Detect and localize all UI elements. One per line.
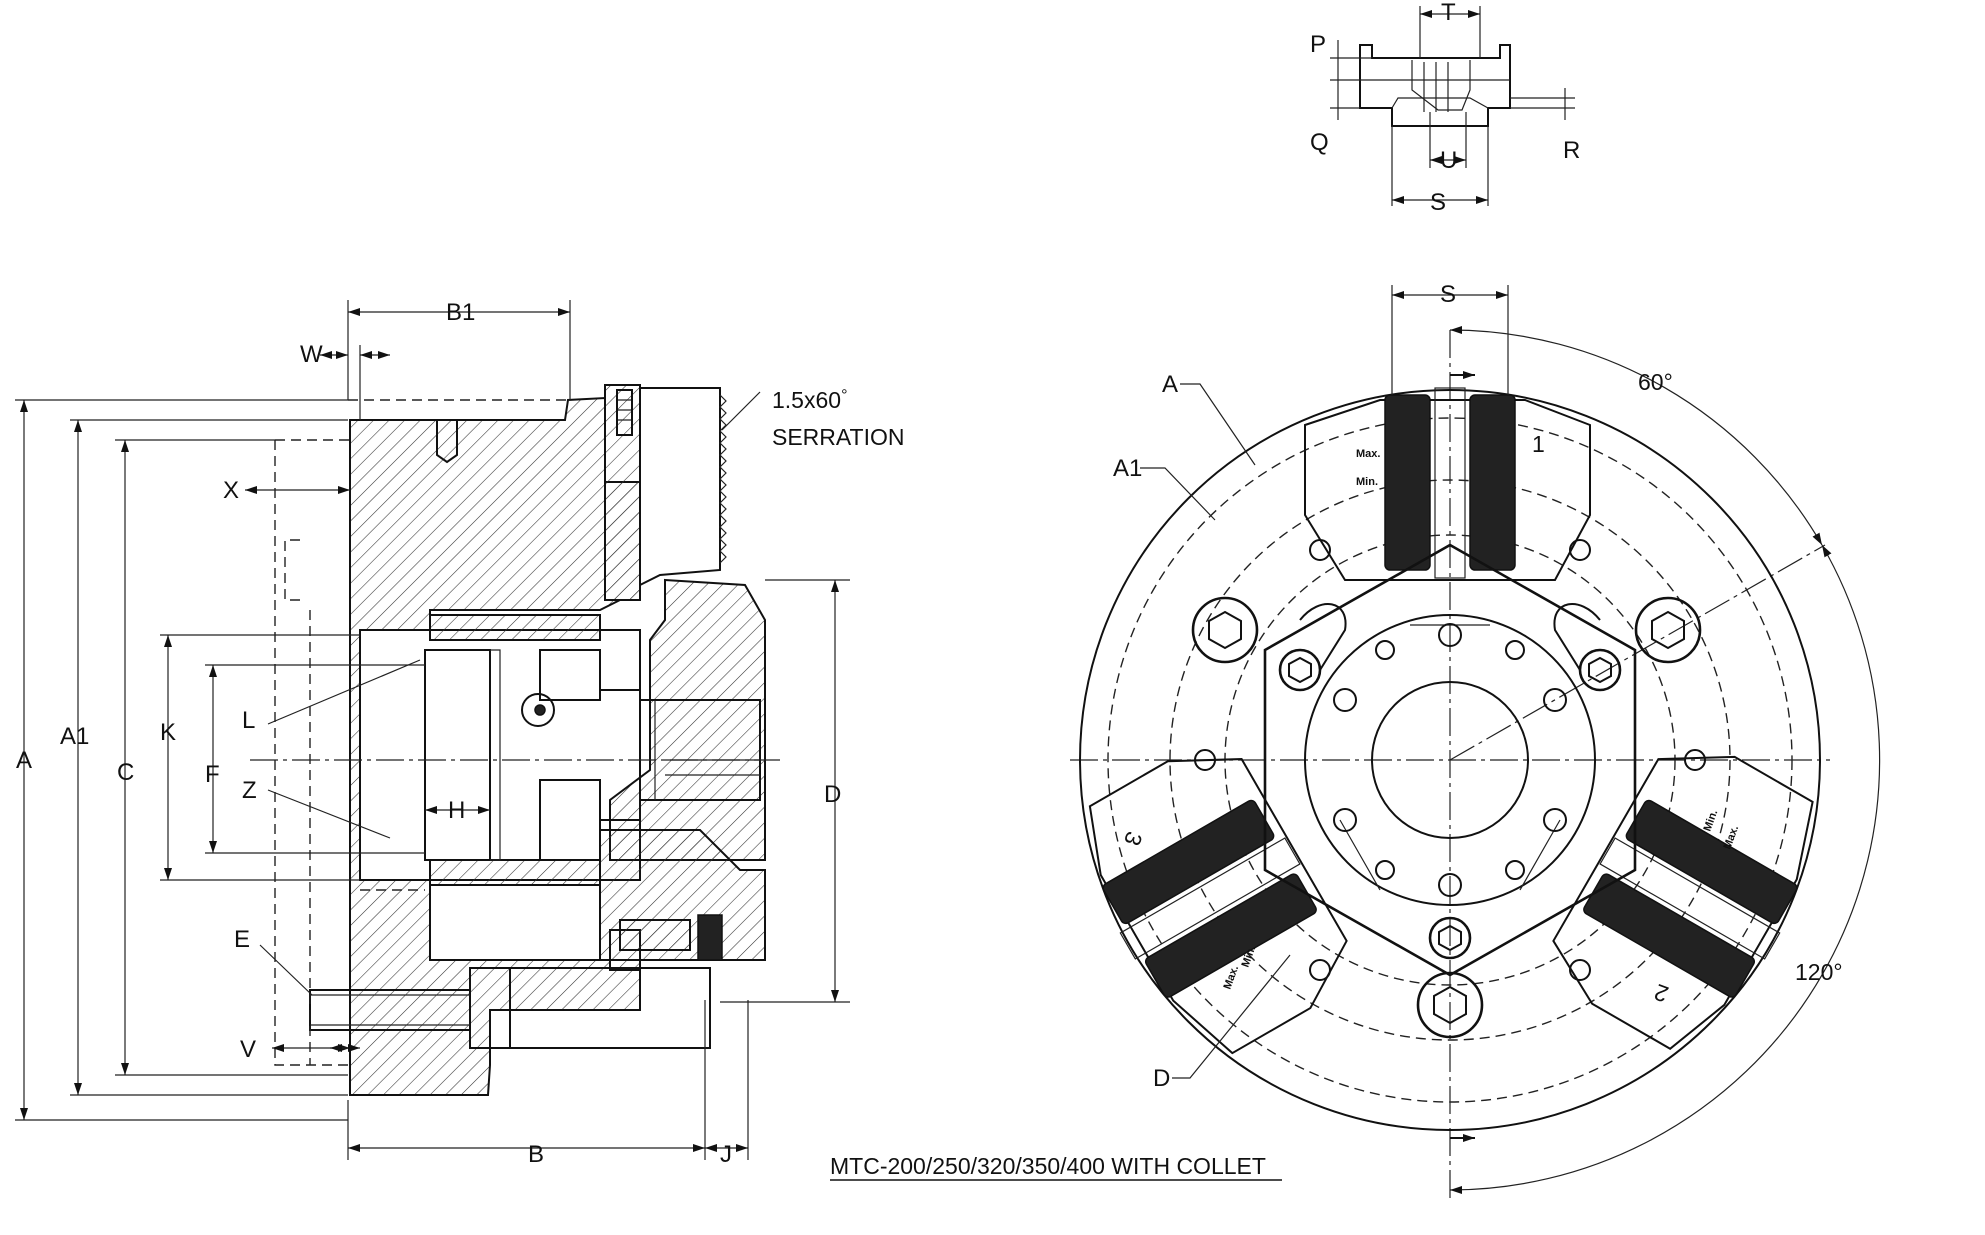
serration-degree: ° [841,387,847,404]
jaw-min-mark: Min. [1356,476,1378,488]
serration-size: 1.5x60 [772,387,841,413]
label-R: R [1563,137,1580,164]
label-W: W [300,341,323,368]
label-A-side: A [16,747,32,774]
jaw2-min-mark: Min. [1702,808,1721,833]
label-S-top: S [1430,189,1446,216]
jaw-number-2: 2 [1651,979,1672,1008]
serration-spec: 1.5x60° [772,387,847,413]
label-B1: B1 [446,299,475,326]
jaw2-max-mark: Max. [1722,824,1742,851]
label-B: B [528,1141,544,1168]
serration-text: SERRATION [772,424,904,450]
label-K: K [160,719,176,746]
label-S-front: S [1440,281,1456,308]
label-C: C [117,759,134,786]
label-T: T [1441,0,1456,26]
jaw-max-mark: Max. [1356,448,1380,460]
label-X: X [223,477,239,504]
label-Z: Z [242,777,257,804]
label-D-front: D [1153,1065,1170,1092]
label-Q: Q [1310,129,1329,156]
top-jaw-view: T P Q U R S [1310,0,1580,216]
angle-120: 120° [1795,959,1843,985]
side-section-view: A A1 C K F X W B1 L Z H E V B J D 1.5x60… [15,299,904,1168]
label-A1-side: A1 [60,723,89,750]
angle-60: 60° [1638,369,1673,395]
front-view: S A A1 D 60° 120° 1 2 3 Max. Min. Max. M… [1070,281,1881,1200]
label-P: P [1310,31,1326,58]
label-H: H [448,797,465,824]
label-J: J [720,1141,732,1168]
label-D-side: D [824,781,841,808]
label-E: E [234,926,250,953]
label-V: V [240,1036,256,1063]
jaw-number-1: 1 [1532,431,1545,457]
label-U: U [1440,147,1457,174]
label-A1-front: A1 [1113,455,1142,482]
jaw3-max-mark: Max. [1222,964,1242,991]
label-F: F [205,761,220,788]
jaw-number-3: 3 [1119,828,1148,849]
drawing-caption: MTC-200/250/320/350/400 WITH COLLET [830,1153,1266,1179]
label-A-front: A [1162,371,1178,398]
label-L: L [242,707,255,734]
